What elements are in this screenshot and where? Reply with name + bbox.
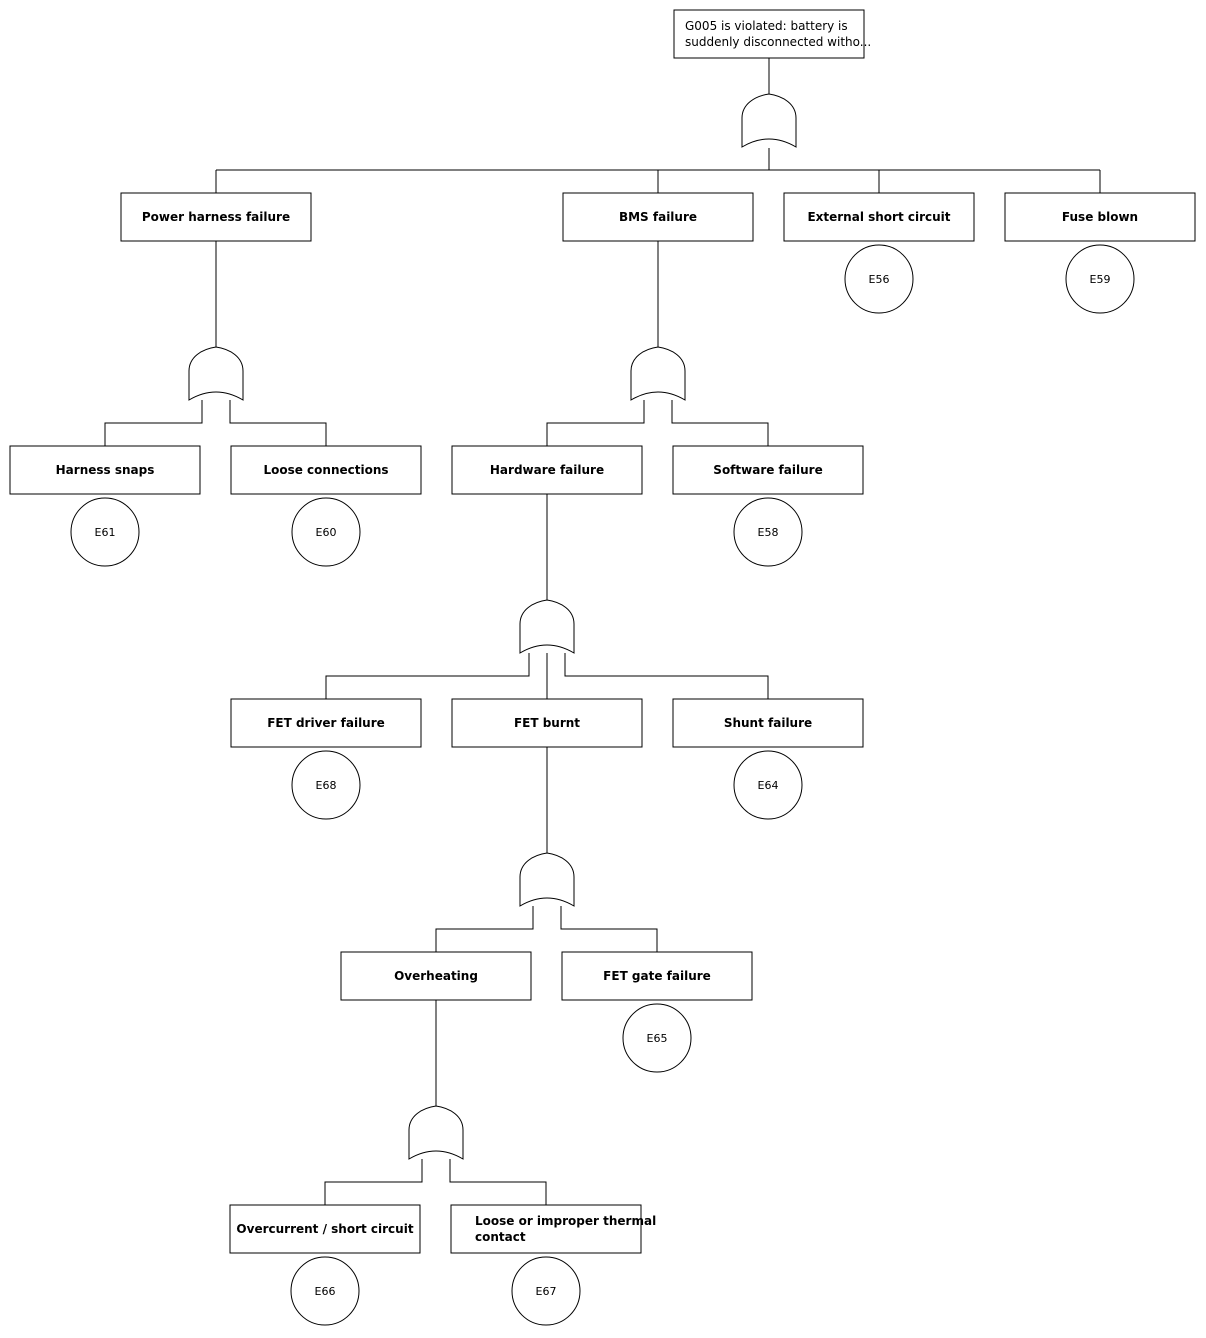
node-harness-snaps[interactable]: Harness snaps: [9, 445, 201, 495]
or-gate-top: [741, 93, 797, 148]
basic-event-label: E56: [869, 273, 890, 286]
node-label: Overcurrent / short circuit: [236, 1222, 413, 1236]
node-loose-thermal-contact[interactable]: Loose or improper thermal contact: [450, 1204, 656, 1254]
node-label-line1: Loose or improper thermal: [475, 1214, 656, 1228]
top-event[interactable]: G005 is violated: battery is suddenly di…: [673, 9, 871, 59]
node-fet-burnt[interactable]: FET burnt: [451, 698, 643, 748]
node-label: Fuse blown: [1062, 210, 1138, 224]
basic-event-e59[interactable]: E59: [1065, 244, 1135, 314]
node-shunt-failure[interactable]: Shunt failure: [672, 698, 864, 748]
basic-event-e58[interactable]: E58: [733, 497, 803, 567]
node-label: FET driver failure: [267, 716, 385, 730]
top-event-line1: G005 is violated: battery is: [685, 19, 848, 33]
basic-event-e67[interactable]: E67: [511, 1256, 581, 1326]
basic-event-label: E64: [758, 779, 779, 792]
node-label: FET gate failure: [603, 969, 711, 983]
basic-event-label: E58: [758, 526, 779, 539]
basic-event-e61[interactable]: E61: [70, 497, 140, 567]
node-label: Overheating: [394, 969, 478, 983]
or-gate-power-harness: [188, 346, 244, 401]
node-fet-driver-failure[interactable]: FET driver failure: [230, 698, 422, 748]
node-loose-connections[interactable]: Loose connections: [230, 445, 422, 495]
or-gate-bms: [630, 346, 686, 401]
basic-event-label: E66: [315, 1285, 336, 1298]
basic-event-label: E59: [1090, 273, 1111, 286]
node-label: FET burnt: [514, 716, 580, 730]
node-label: Hardware failure: [490, 463, 604, 477]
node-label-line2: contact: [475, 1230, 526, 1244]
basic-event-label: E67: [536, 1285, 557, 1298]
basic-event-e64[interactable]: E64: [733, 750, 803, 820]
basic-event-label: E60: [316, 526, 337, 539]
node-label: External short circuit: [807, 210, 950, 224]
basic-event-e60[interactable]: E60: [291, 497, 361, 567]
node-label: Harness snaps: [56, 463, 155, 477]
node-label: Loose connections: [263, 463, 388, 477]
basic-event-label: E61: [95, 526, 116, 539]
node-label: Shunt failure: [724, 716, 812, 730]
or-gates: [188, 93, 797, 1160]
node-label: Power harness failure: [142, 210, 290, 224]
or-gate-hardware: [519, 599, 575, 654]
node-power-harness-failure[interactable]: Power harness failure: [120, 192, 312, 242]
node-external-short-circuit[interactable]: External short circuit: [783, 192, 975, 242]
node-software-failure[interactable]: Software failure: [672, 445, 864, 495]
top-event-line2: suddenly disconnected witho...: [685, 35, 871, 49]
basic-event-e56[interactable]: E56: [844, 244, 914, 314]
node-hardware-failure[interactable]: Hardware failure: [451, 445, 643, 495]
or-gate-overheating: [408, 1105, 464, 1160]
basic-event-label: E65: [647, 1032, 668, 1045]
node-overheating[interactable]: Overheating: [340, 951, 532, 1001]
node-label: BMS failure: [619, 210, 697, 224]
node-bms-failure[interactable]: BMS failure: [562, 192, 754, 242]
node-fuse-blown[interactable]: Fuse blown: [1004, 192, 1196, 242]
node-label: Software failure: [713, 463, 822, 477]
or-gate-fet-burnt: [519, 852, 575, 907]
connectors: [104, 58, 1101, 1205]
basic-event-e68[interactable]: E68: [291, 750, 361, 820]
basic-event-e65[interactable]: E65: [622, 1003, 692, 1073]
node-overcurrent-short-circuit[interactable]: Overcurrent / short circuit: [229, 1204, 421, 1254]
basic-event-e66[interactable]: E66: [290, 1256, 360, 1326]
node-fet-gate-failure[interactable]: FET gate failure: [561, 951, 753, 1001]
basic-event-label: E68: [316, 779, 337, 792]
